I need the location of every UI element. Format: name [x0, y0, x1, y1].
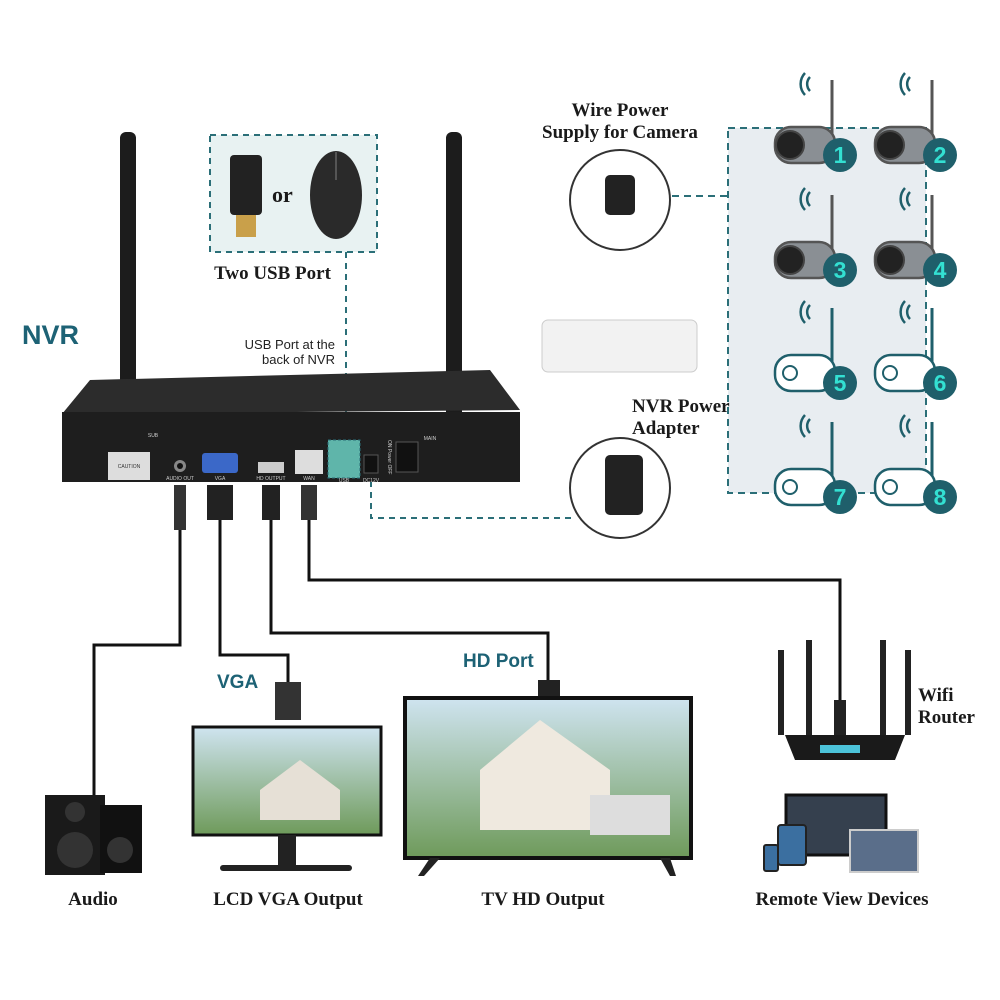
- wifi-signal-icon: [799, 414, 811, 438]
- nvr-device: CAUTION SUB MAIN AUDIO OUT VGA HD OUTPUT…: [62, 370, 520, 484]
- remote-devices-icon: [763, 793, 919, 873]
- wire-power-supply-label: Wire Power Supply for Camera: [530, 100, 710, 144]
- wan-label: WAN: [303, 476, 315, 482]
- main-antenna-label: MAIN: [424, 436, 437, 442]
- camera-7: 7: [773, 414, 857, 514]
- hd-output-label: HD OUTPUT: [256, 476, 285, 482]
- camera-number: 6: [934, 370, 947, 396]
- usb-label: USB: [339, 478, 350, 484]
- wifi-signal-icon: [899, 414, 911, 438]
- lcd-monitor-icon: [191, 725, 383, 871]
- camera-1: 1: [773, 72, 857, 172]
- wifi-router-line2: Router: [918, 707, 975, 728]
- camera-number: 8: [934, 484, 947, 510]
- wifi-router-line1: Wifi: [918, 685, 954, 706]
- power-dashed-line: [370, 470, 575, 519]
- antenna-left: [120, 132, 136, 432]
- camera-number-badge: [923, 253, 957, 287]
- camera-number: 3: [834, 257, 847, 283]
- antenna-right: [446, 132, 462, 432]
- wifi-router-icon: [778, 640, 911, 760]
- wan-port: [295, 450, 323, 474]
- camera-number-badge: [923, 480, 957, 514]
- nvr-power-line2: Adapter: [632, 418, 700, 439]
- camera-number: 5: [834, 370, 847, 396]
- wifi-signal-icon: [899, 72, 911, 96]
- camera-number: 4: [934, 257, 947, 283]
- camera-number: 7: [834, 484, 847, 510]
- camera-8: 8: [873, 414, 957, 514]
- camera-grid: 1 2 3 4 5 6 7 8: [773, 72, 957, 514]
- usb-ports: [327, 439, 361, 479]
- usb-back-note: USB Port at the back of NVR: [205, 337, 335, 367]
- camera-number-badge: [823, 253, 857, 287]
- wifi-signal-icon: [899, 300, 911, 324]
- audio-out-label: AUDIO OUT: [166, 476, 194, 482]
- dc-label: DC12V: [363, 478, 380, 484]
- tv-icon: [403, 696, 693, 876]
- lcd-vga-output-label: LCD VGA Output: [213, 889, 363, 910]
- wifi-signal-icon: [799, 187, 811, 211]
- vga-connector: [275, 682, 301, 720]
- caution-label: CAUTION: [118, 464, 141, 470]
- camera-5: 5: [773, 300, 857, 400]
- hdmi-port: [258, 462, 284, 473]
- wire-power-line2: Supply for Camera: [542, 122, 698, 143]
- nvr-power-line1: NVR Power: [632, 396, 730, 417]
- camera-number-badge: [823, 366, 857, 400]
- audio-label: Audio: [68, 889, 118, 910]
- camera-4: 4: [873, 187, 957, 287]
- vga-port: [202, 453, 238, 473]
- remote-view-devices-label: Remote View Devices: [755, 889, 929, 910]
- power-switch-label: ON Power OFF: [386, 440, 392, 474]
- camera-6: 6: [873, 300, 957, 400]
- camera-number-badge: [923, 366, 957, 400]
- or-label: or: [272, 182, 293, 207]
- usb-stick-icon: [230, 155, 262, 237]
- nvr-power-adapter-label: NVR Power Adapter: [632, 396, 730, 440]
- wifi-signal-icon: [899, 187, 911, 211]
- camera-3: 3: [773, 187, 857, 287]
- camera-number-badge: [923, 138, 957, 172]
- cables: [92, 490, 842, 795]
- camera-group-box: [727, 127, 927, 494]
- nvr-title: NVR: [22, 320, 80, 350]
- usb-back-note-line1: USB Port at the: [244, 337, 335, 352]
- vga-label: VGA: [217, 672, 259, 693]
- vga-port-label: VGA: [215, 476, 226, 482]
- wifi-signal-icon: [799, 72, 811, 96]
- wire-power-line1: Wire Power: [571, 100, 669, 121]
- sub-antenna-label: SUB: [148, 433, 159, 439]
- power-switch: [395, 441, 419, 473]
- tv-hd-output-label: TV HD Output: [481, 889, 605, 910]
- camera-2: 2: [873, 72, 957, 172]
- wifi-router-label: Wifi Router: [918, 685, 975, 729]
- power-strip-icon: [541, 319, 698, 373]
- wifi-signal-icon: [799, 300, 811, 324]
- camera-number-badge: [823, 480, 857, 514]
- hd-port-label: HD Port: [463, 651, 534, 672]
- camera-number-badge: [823, 138, 857, 172]
- camera-number: 1: [834, 142, 847, 168]
- speakers-icon: [45, 795, 142, 875]
- usb-back-note-line2: back of NVR: [262, 352, 335, 367]
- two-usb-port-label: Two USB Port: [214, 263, 331, 284]
- hdmi-connector: [538, 680, 560, 698]
- camera-number: 2: [934, 142, 947, 168]
- mouse-icon: [310, 151, 362, 239]
